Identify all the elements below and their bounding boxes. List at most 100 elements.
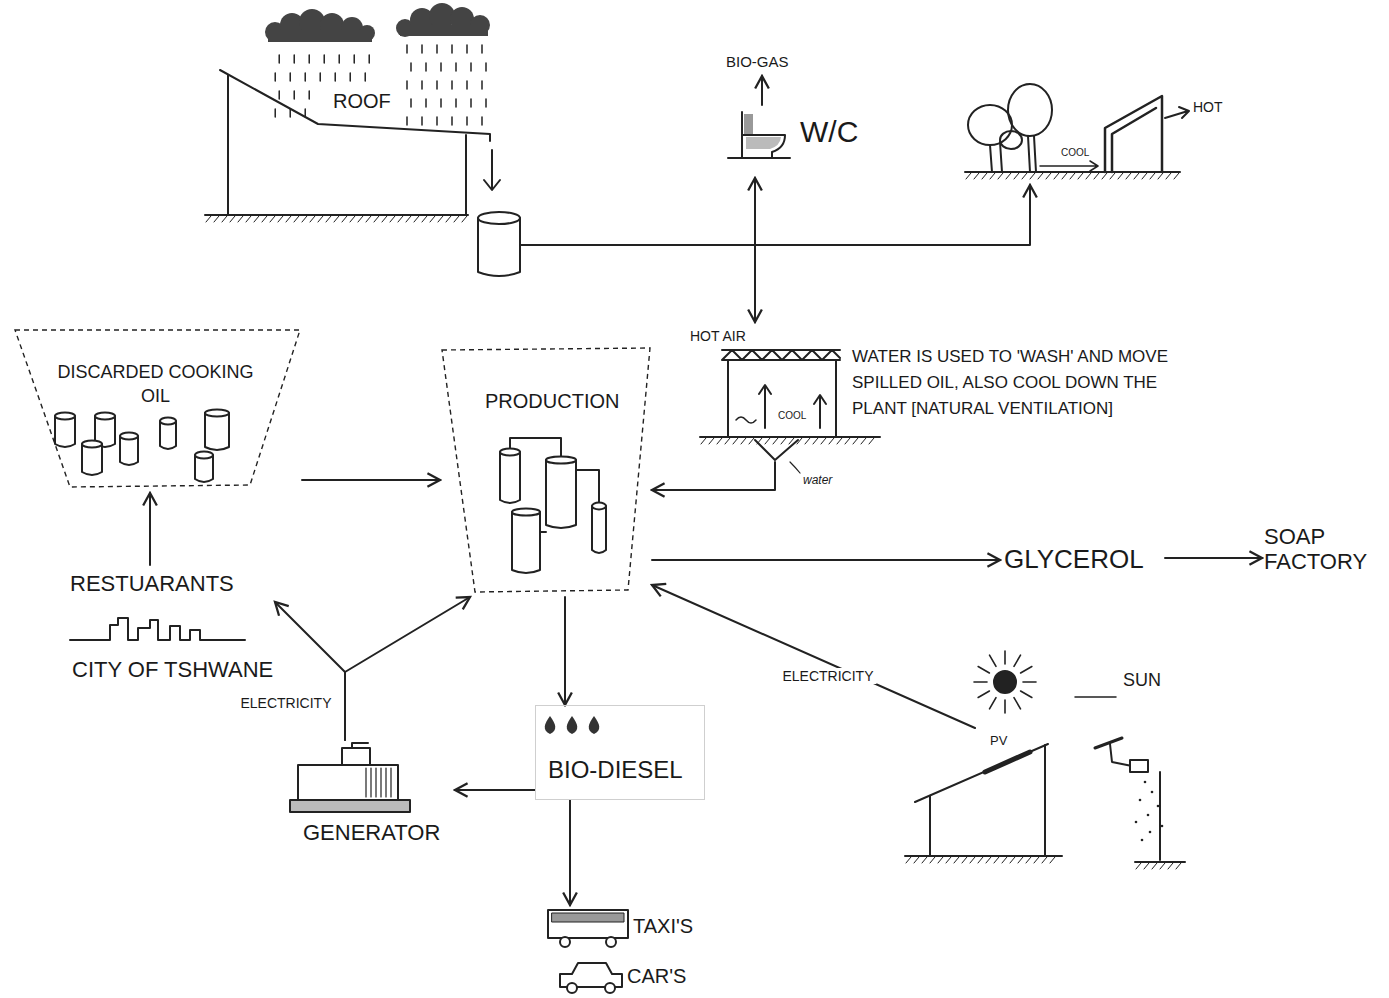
rain-drops — [485, 63, 487, 71]
oil-barrels — [55, 410, 229, 483]
destination-label: SOAP FACTORY — [1262, 522, 1384, 594]
ground-hatch — [1006, 173, 1011, 179]
rain-drops — [278, 55, 280, 63]
rain-drops — [410, 63, 412, 71]
ground-hatch — [1034, 857, 1039, 863]
oil-barrels — [95, 413, 115, 420]
roof-building — [220, 70, 490, 215]
ground-hatch — [757, 438, 762, 444]
node-text: GLYCEROL — [1004, 545, 1144, 575]
solar-lamp — [1151, 791, 1154, 794]
production-tanks — [500, 438, 606, 573]
sun-symbol — [974, 651, 1116, 713]
flow-arrow — [652, 585, 975, 728]
ground-hatch — [294, 216, 299, 222]
ground-hatch — [414, 216, 419, 222]
ground-hatch — [853, 438, 858, 444]
solar-lamp — [1135, 861, 1185, 863]
ground-hatch — [246, 216, 251, 222]
node-text: PV — [990, 734, 1007, 749]
node-text: DISCARDED COOKING OIL — [48, 360, 263, 408]
ground-hatch — [1014, 173, 1019, 179]
ground-hatch — [1086, 173, 1091, 179]
solar-lamp — [1141, 839, 1144, 842]
node-text: BIO-DIESEL — [548, 756, 683, 784]
trees-and-house — [1000, 131, 1022, 149]
ground-hatch — [837, 438, 842, 444]
ground-hatch — [906, 857, 911, 863]
trees-and-house — [1008, 84, 1052, 136]
plant-node: HOT AIRCOOLWATER IS USED TO 'WASH' AND M… — [690, 322, 1180, 510]
oil-barrels — [160, 418, 176, 425]
rain-drops — [278, 91, 280, 99]
rain-drops — [308, 55, 310, 63]
rain-drops — [304, 73, 306, 81]
rain-cloud — [400, 25, 488, 36]
node-text: HOT — [1193, 99, 1223, 115]
trees-and-house — [968, 105, 1012, 145]
production-tanks — [500, 449, 520, 456]
rain-drops — [440, 63, 442, 71]
ground-hatch — [741, 438, 746, 444]
ground-hatch — [1150, 173, 1155, 179]
generator-node: GENERATOR — [285, 740, 455, 855]
edge-label: ELECTRICITY — [237, 695, 334, 711]
ground-hatch — [310, 216, 315, 222]
oil-barrels — [195, 452, 213, 459]
product-label: GLYCEROL — [1000, 540, 1165, 580]
ground-hatch — [805, 438, 810, 444]
flow-arrow — [652, 489, 690, 491]
sun-symbol — [974, 681, 987, 683]
rain-drops — [368, 55, 370, 63]
ground-hatch — [270, 216, 275, 222]
node-text: PRODUCTION — [485, 390, 619, 413]
solar-lamp — [1144, 781, 1147, 784]
taxi-symbol — [560, 937, 570, 947]
ground-hatch — [1030, 173, 1035, 179]
dashed-outline — [442, 348, 650, 592]
oil-barrels — [205, 413, 229, 450]
ground-hatch — [1062, 173, 1067, 179]
ground-hatch — [286, 216, 291, 222]
roof-building — [484, 150, 500, 190]
rain-drops — [451, 45, 453, 53]
ground-hatch — [1142, 173, 1147, 179]
dashed-outline — [440, 345, 652, 597]
oil-barrels — [55, 416, 75, 447]
flow-arrow — [275, 602, 345, 740]
sun-symbol — [1075, 696, 1116, 698]
ground-hatch — [462, 216, 467, 222]
ground-hatch — [966, 173, 971, 179]
fuel-box: BIO-DIESEL — [535, 705, 705, 800]
rain-drops — [406, 45, 408, 53]
ground-hatch — [1160, 863, 1165, 869]
generator-symbol — [366, 768, 391, 797]
pv-node: PV — [905, 728, 1065, 865]
solar-lamp — [1161, 825, 1164, 828]
rain-drops — [319, 73, 321, 81]
toilet-symbol — [728, 112, 790, 158]
solar-lamp — [1147, 814, 1150, 817]
toilet-node: W/C — [725, 105, 865, 178]
rain-drops — [289, 73, 291, 81]
water-tank — [478, 212, 526, 276]
roof-catchment: ROOF — [205, 60, 525, 285]
node-text: TAXI'S — [633, 915, 693, 938]
ground-hatch — [366, 216, 371, 222]
plant-building — [722, 350, 840, 360]
car-symbol — [560, 963, 622, 993]
pv-house — [930, 745, 1045, 856]
flow-arrow — [525, 245, 755, 322]
ground-hatch — [454, 216, 459, 222]
plant-building — [755, 440, 798, 460]
ground-hatch — [398, 216, 403, 222]
ground-hatch — [1038, 173, 1043, 179]
ground-hatch — [1110, 173, 1115, 179]
rain-drops — [289, 109, 291, 117]
rain-drops — [451, 117, 453, 125]
ground-hatch — [765, 438, 770, 444]
dashed-region: DISCARDED COOKING OIL — [10, 325, 302, 493]
fuel-drops — [545, 716, 556, 734]
sun-node: SUN — [960, 640, 1175, 720]
